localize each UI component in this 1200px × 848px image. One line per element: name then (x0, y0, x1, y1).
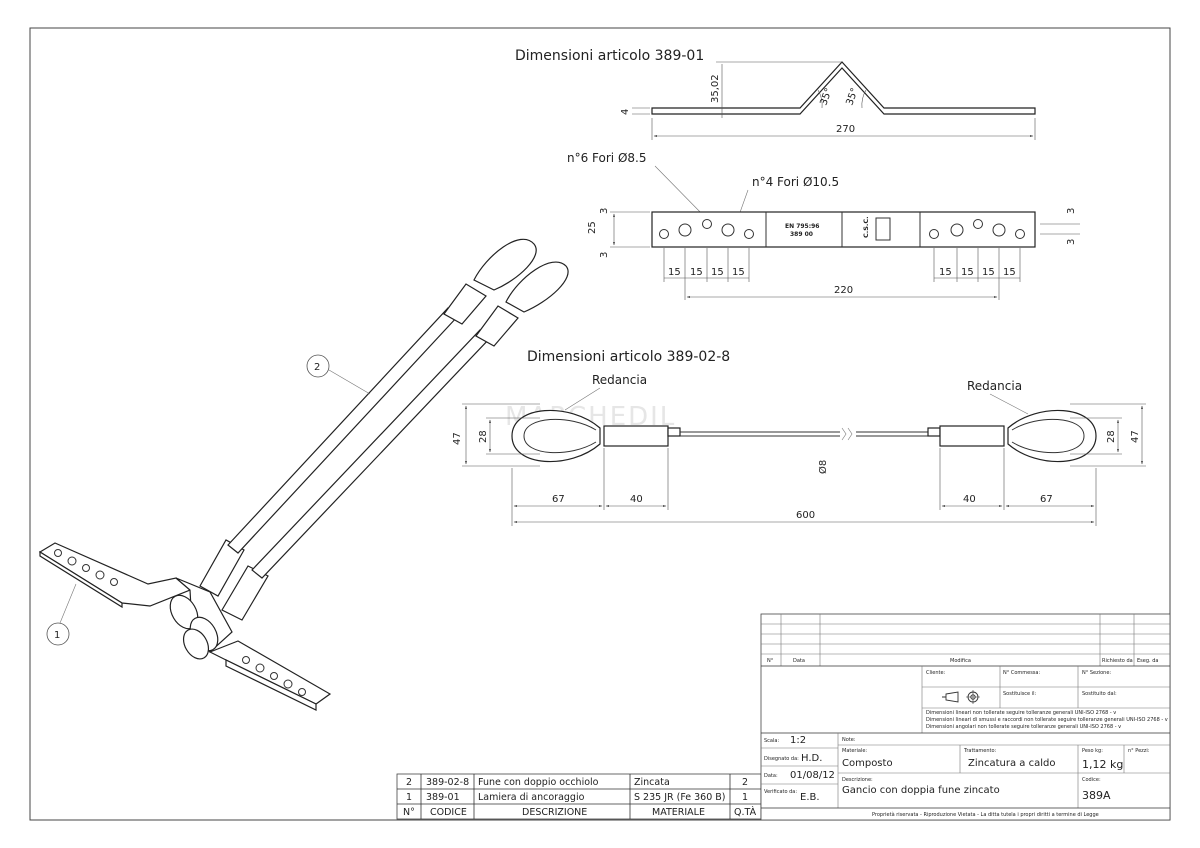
plate-side-view: Dimensioni articolo 389-01 35,02 4 35° 3… (515, 48, 1036, 140)
tb-cliente-label: Cliente: (926, 670, 946, 676)
tb-scala-label: Scala: (764, 738, 779, 744)
rope-view: Dimensioni articolo 389-02-8 MARCHEDIL R… (452, 349, 1146, 526)
tb-tolerance-2: Dimensioni lineari di smussi e raccordi … (926, 717, 1168, 723)
pitch-r3: 15 (982, 267, 995, 278)
balloon-item-2: 2 (306, 354, 371, 395)
rope-diameter: Ø8 (817, 460, 829, 474)
bom-row2-code: 389-01 (426, 792, 460, 803)
tb-materiale-label: Materiale: (842, 748, 867, 754)
plate-edge-bottom-left: 3 (599, 252, 610, 258)
rev-header-eseg: Eseg. da (1137, 658, 1158, 664)
plate-edge-bottom-right: 3 (1066, 239, 1077, 245)
pitch-r1: 15 (939, 267, 952, 278)
plate-angle-right: 35° (844, 87, 860, 107)
plate-top-view: n°6 Fori Ø8.5 n°4 Fori Ø10.5 EN 795:96 3… (567, 151, 1080, 300)
pitch-l1: 15 (668, 267, 681, 278)
projection-symbol-icon (942, 690, 980, 704)
plate-length-dim: 270 (836, 124, 855, 135)
tb-trattamento-value: Zincatura a caldo (968, 758, 1055, 769)
pitch-l4: 15 (732, 267, 745, 278)
plate-view-title: Dimensioni articolo 389-01 (515, 48, 704, 64)
bom-row2-mat: S 235 JR (Fe 360 B) (634, 792, 726, 803)
pitch-r2: 15 (961, 267, 974, 278)
rev-header-data: Data (793, 658, 805, 664)
bom-header-desc: DESCRIZIONE (522, 807, 587, 818)
tb-descrizione-value: Gancio con doppia fune zincato (842, 785, 1000, 796)
tb-sezione-label: N° Sezione: (1082, 670, 1111, 676)
tb-disegnato-label: Disegnato da: (764, 756, 799, 762)
pitch-r4: 15 (1003, 267, 1016, 278)
thimble-label-right: Redancia (967, 379, 1022, 393)
plate-edge-top-right: 3 (1066, 208, 1077, 214)
bill-of-materials: 2 389-02-8 Fune con doppio occhiolo Zinc… (396, 773, 762, 820)
tb-disegnato-value: H.D. (801, 753, 822, 764)
bom-header-code: CODICE (430, 807, 467, 818)
rope-inner-right: 28 (1106, 430, 1117, 443)
bom-row2-desc: Lamiera di ancoraggio (478, 792, 585, 803)
rope-outer-right: 47 (1130, 430, 1141, 443)
pitch-l2: 15 (690, 267, 703, 278)
rope-eye-left: 67 (552, 494, 565, 505)
bom-row1-qty: 2 (742, 777, 748, 788)
bom-row1-code: 389-02-8 (426, 777, 469, 788)
tb-data-value: 01/08/12 (790, 770, 835, 781)
plate-height-dim: 35,02 (710, 74, 721, 103)
holes-large-label: n°4 Fori Ø10.5 (752, 175, 839, 189)
tb-descrizione-label: Descrizione: (842, 777, 873, 783)
tb-tolerance-1: Dimensioni lineari non tollerate seguire… (926, 710, 1116, 716)
bom-header-n: N° (403, 807, 415, 818)
title-block: N° Data Modifica Richiesto da Eseg. da C… (760, 613, 1171, 821)
balloon-item-1: 1 (46, 583, 77, 646)
tb-data-label: Data: (764, 773, 778, 779)
drawing-frame (29, 27, 1171, 821)
rev-header-modifica: Modifica (950, 658, 971, 664)
tb-verificato-value: E.B. (800, 792, 820, 803)
tb-commessa-label: N° Commessa: (1003, 670, 1040, 676)
tb-peso-value: 1,12 kg (1082, 758, 1123, 771)
bom-header-qty: Q.TÀ (734, 806, 757, 818)
plate-stamp-en: EN 795:96 (785, 223, 819, 230)
rope-sleeve-right: 40 (963, 494, 976, 505)
tb-sostituito-label: Sostituito dal: (1082, 691, 1117, 697)
tb-codice-label: Codice: (1082, 777, 1101, 783)
plate-width-dim: 25 (587, 221, 598, 234)
holes-small-label: n°6 Fori Ø8.5 (567, 151, 646, 165)
tb-tolerance-3: Dimensioni angolari non tollerate seguir… (926, 724, 1121, 730)
bom-row1-mat: Zincata (634, 777, 670, 788)
rope-sleeve-left: 40 (630, 494, 643, 505)
tb-materiale-value: Composto (842, 758, 893, 769)
tb-scala-value: 1:2 (790, 735, 806, 746)
bom-header-mat: MATERIALE (652, 807, 705, 818)
tb-pezzi-label: n° Pezzi: (1128, 748, 1150, 754)
tb-trattamento-label: Trattamento: (963, 748, 997, 754)
tb-sostituisce-label: Sostituisce il: (1003, 691, 1037, 697)
bom-row1-desc: Fune con doppio occhiolo (478, 777, 599, 788)
thimble-label-left: Redancia (592, 373, 647, 387)
balloon-1-label: 1 (54, 630, 60, 641)
rope-total-length: 600 (796, 510, 815, 521)
plate-stamp-code: 389 00 (790, 231, 813, 238)
rope-inner-left: 28 (478, 430, 489, 443)
rev-header-richiesto: Richiesto da (1102, 658, 1133, 664)
pitch-l3: 15 (711, 267, 724, 278)
balloon-2-label: 2 (314, 362, 320, 373)
tb-note-label: Note: (842, 737, 856, 743)
bom-row2-n: 1 (406, 792, 412, 803)
tb-verificato-label: Verificato da: (764, 789, 797, 795)
plate-thickness-dim: 4 (620, 109, 631, 115)
tb-codice-value: 389A (1082, 789, 1111, 802)
rev-header-n: N° (767, 658, 774, 664)
tb-peso-label: Peso kg: (1082, 748, 1103, 754)
assembly-isometric-view (38, 238, 569, 711)
tb-footer: Proprietà riservata - Riproduzione Vieta… (872, 811, 1099, 818)
rope-eye-right: 67 (1040, 494, 1053, 505)
rope-outer-left: 47 (452, 432, 463, 445)
bom-row1-n: 2 (406, 777, 412, 788)
hole-span-dim: 220 (834, 285, 853, 296)
rope-view-title: Dimensioni articolo 389-02-8 (527, 349, 730, 365)
plate-edge-top-left: 3 (599, 208, 610, 214)
plate-stamp-brand: C.S.C. (862, 216, 870, 238)
bom-row2-qty: 1 (742, 792, 748, 803)
